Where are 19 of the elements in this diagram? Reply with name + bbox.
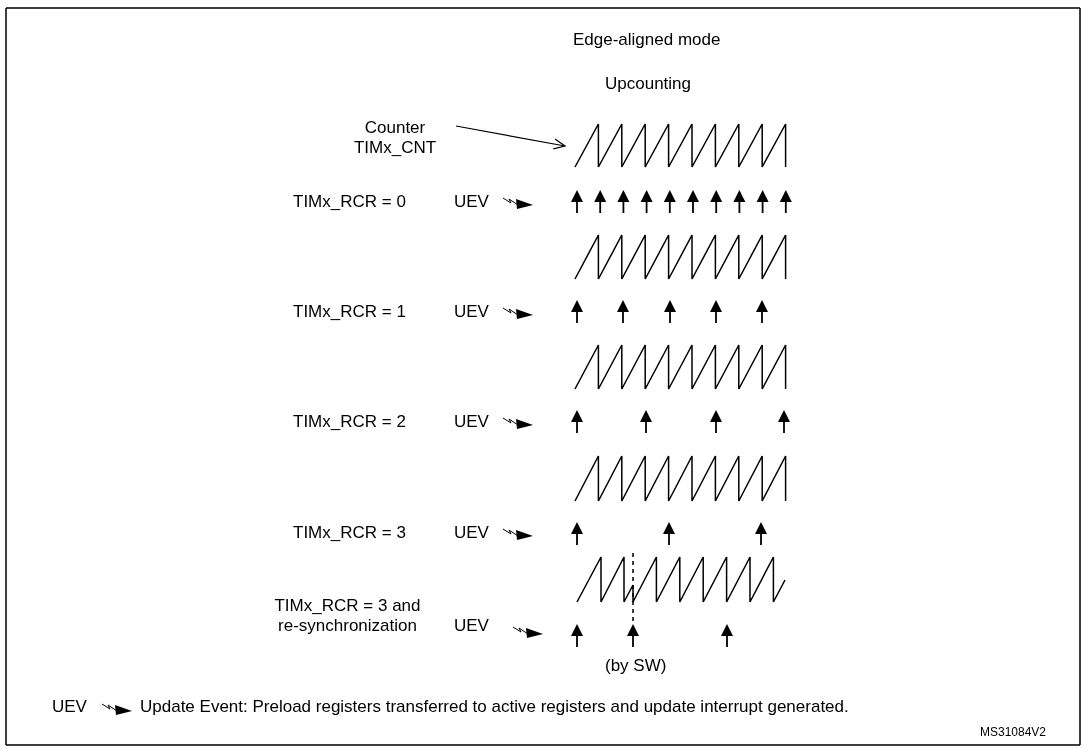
event-note: (by SW) (605, 656, 667, 676)
mode-heading: Edge-aligned mode (573, 30, 721, 50)
event-label: UEV (454, 616, 489, 636)
row-label: TIMx_RCR = 2 (293, 412, 406, 432)
legend-text: Update Event: Preload registers transferred to active registers and update interrupt generated. (140, 697, 849, 717)
row-label: TIMx_RCR = 3 and re-synchronization (273, 596, 422, 636)
event-label: UEV (454, 412, 489, 432)
mode-subheading: Upcounting (605, 74, 691, 94)
row-label: TIMx_RCR = 3 (293, 523, 406, 543)
figure-code: MS31084V2 (980, 724, 1047, 741)
event-label: UEV (454, 523, 489, 543)
event-label: UEV (454, 192, 489, 212)
counter-label: Counter TIMx_CNT (340, 118, 450, 158)
row-label: TIMx_RCR = 1 (293, 302, 406, 322)
event-label: UEV (52, 697, 87, 717)
row-label: TIMx_RCR = 0 (293, 192, 406, 212)
leader-arrow (455, 125, 566, 150)
sawtooth-waveform (574, 123, 787, 168)
event-label: UEV (454, 302, 489, 322)
